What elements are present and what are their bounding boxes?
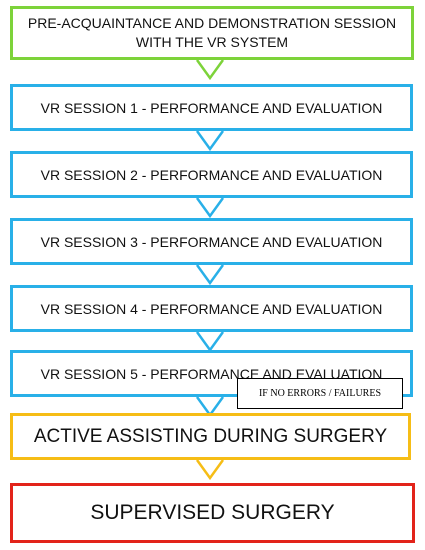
- step-pre-acquaintance-label: PRE-ACQUAINTANCE AND DEMONSTRATION SESSI…: [27, 15, 397, 50]
- arrow-3-4: [195, 264, 225, 286]
- arrow-4-5: [195, 331, 225, 353]
- step-vr-session-3-label: VR SESSION 3 - PERFORMANCE AND EVALUATIO…: [40, 233, 383, 250]
- step-pre-acquaintance: PRE-ACQUAINTANCE AND DEMONSTRATION SESSI…: [10, 6, 414, 60]
- step-supervised-surgery: SUPERVISED SURGERY: [10, 483, 415, 543]
- step-active-assisting: ACTIVE ASSISTING DURING SURGERY: [10, 413, 411, 460]
- step-vr-session-2-label: VR SESSION 2 - PERFORMANCE AND EVALUATIO…: [40, 166, 383, 183]
- arrow-0-1: [195, 59, 225, 81]
- step-vr-session-2: VR SESSION 2 - PERFORMANCE AND EVALUATIO…: [10, 151, 413, 198]
- step-supervised-surgery-label: SUPERVISED SURGERY: [90, 501, 335, 524]
- condition-note: IF NO ERRORS / FAILURES: [237, 378, 403, 409]
- step-vr-session-4: VR SESSION 4 - PERFORMANCE AND EVALUATIO…: [10, 285, 413, 332]
- arrow-2-3: [195, 197, 225, 219]
- step-vr-session-4-label: VR SESSION 4 - PERFORMANCE AND EVALUATIO…: [40, 300, 383, 317]
- condition-note-label: IF NO ERRORS / FAILURES: [258, 388, 382, 399]
- arrow-6-7: [195, 459, 225, 481]
- arrow-1-2: [195, 130, 225, 152]
- step-vr-session-1: VR SESSION 1 - PERFORMANCE AND EVALUATIO…: [10, 84, 413, 131]
- step-vr-session-1-label: VR SESSION 1 - PERFORMANCE AND EVALUATIO…: [40, 99, 383, 116]
- step-vr-session-3: VR SESSION 3 - PERFORMANCE AND EVALUATIO…: [10, 218, 413, 265]
- step-active-assisting-label: ACTIVE ASSISTING DURING SURGERY: [33, 425, 388, 447]
- step-vr-session-5-label: VR SESSION 5 - PERFORMANCE AND EVALUATIO…: [40, 365, 383, 382]
